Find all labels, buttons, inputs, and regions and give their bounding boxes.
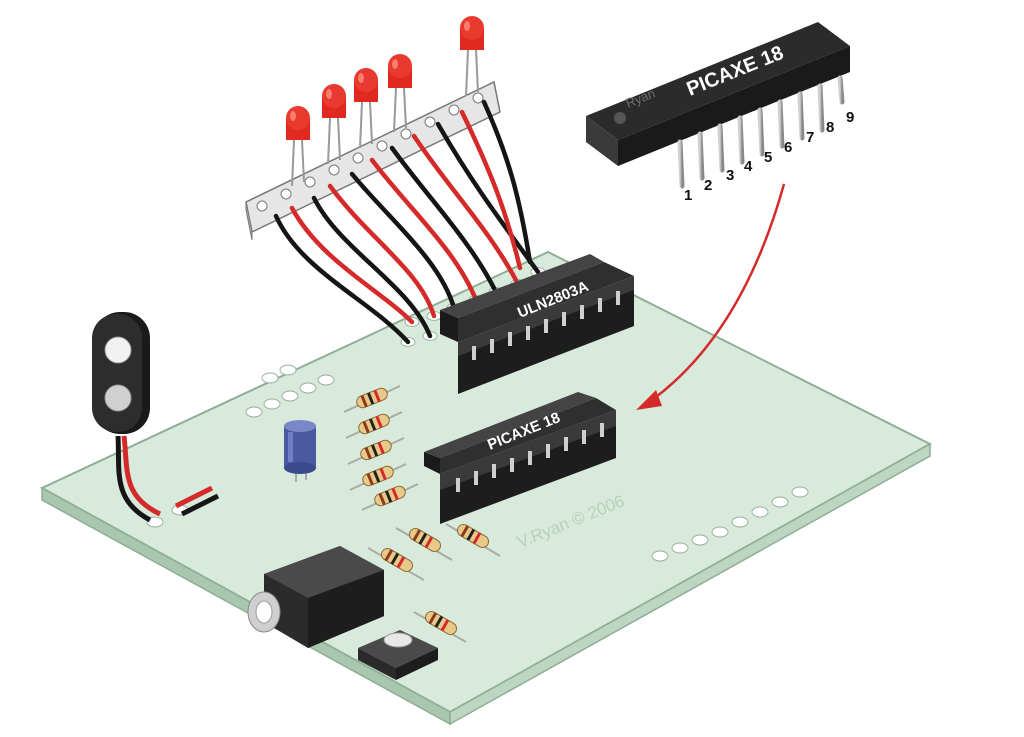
driver-chip: ULN2803A: [440, 254, 634, 394]
pin-number: 6: [784, 139, 792, 156]
led: [354, 68, 378, 149]
audio-jack: [247, 546, 384, 648]
resistor: [343, 385, 401, 413]
pin-number: 9: [846, 109, 854, 126]
led: [460, 16, 484, 97]
resistor-column: [343, 385, 419, 511]
floating-picaxe-chip: Ryan PICAXE 18: [586, 22, 850, 189]
pin-number: 1: [684, 187, 692, 204]
resistor: [413, 611, 467, 643]
insert-arrow: [636, 183, 786, 410]
resistor: [345, 411, 403, 439]
resistor: [445, 523, 501, 557]
battery-terminal-wires: [174, 485, 220, 517]
pin-number-labels: 1 2 3 4 5 6 7 8 9: [684, 109, 854, 204]
resistor: [347, 437, 405, 465]
resistor: [349, 463, 407, 491]
led-wires: [273, 99, 541, 345]
battery-clip: [92, 312, 162, 523]
pin-number: 2: [704, 177, 712, 194]
led-row: [286, 16, 484, 187]
pin-number: 3: [726, 167, 734, 184]
terminal-block-row: [245, 80, 501, 241]
pin-number: 7: [806, 129, 814, 146]
resistor-lower-group: [367, 523, 501, 643]
resistor: [361, 483, 419, 511]
resistor: [367, 547, 425, 581]
led: [286, 106, 310, 187]
socket-chip: PICAXE 18: [424, 392, 616, 524]
pin-number: 8: [826, 119, 834, 136]
capacitor: [284, 420, 316, 482]
led: [388, 54, 412, 133]
pin-number: 5: [764, 149, 772, 166]
pin-number: 4: [744, 158, 753, 175]
resistor: [395, 527, 453, 561]
led: [322, 84, 346, 165]
push-switch: [358, 630, 438, 680]
